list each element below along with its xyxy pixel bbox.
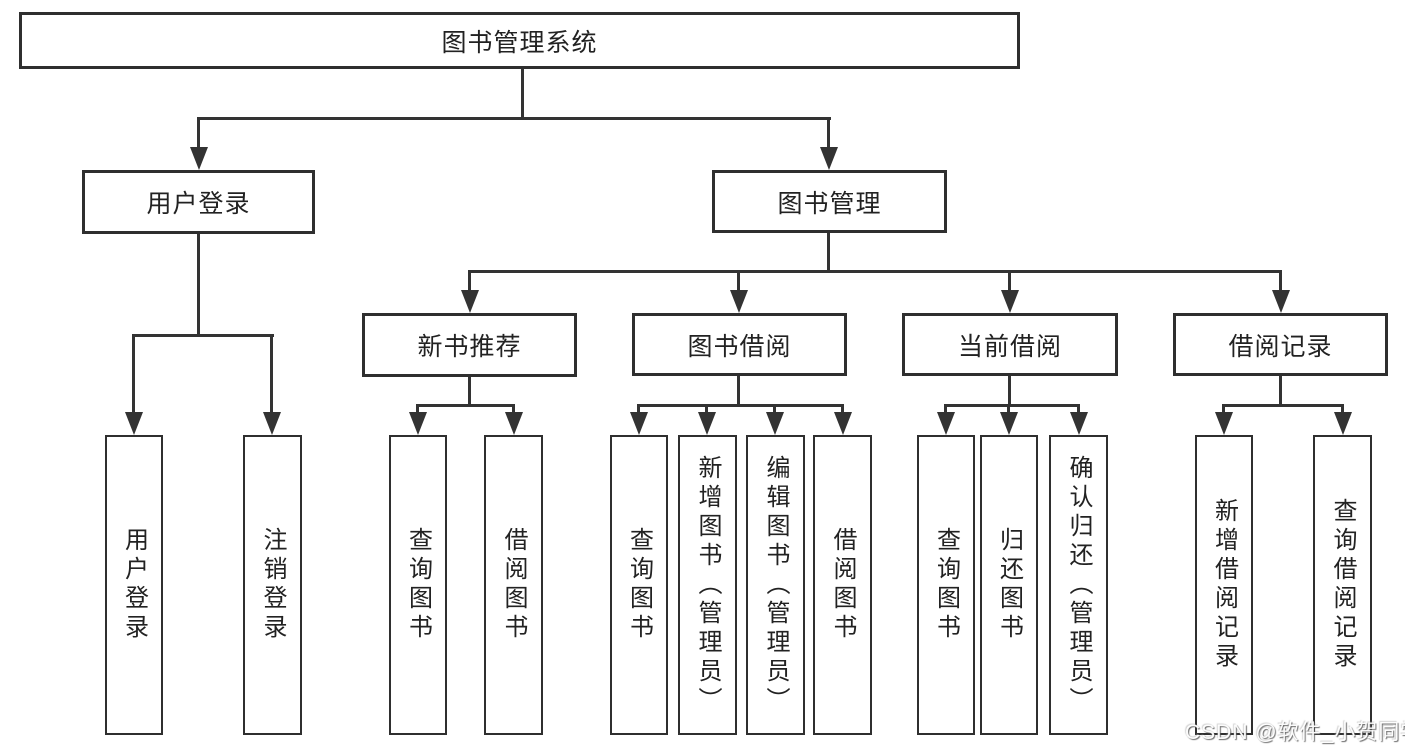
connector-line [1077,404,1080,418]
leaf-edit-books-admin: 编辑图书（管理员） [746,435,805,735]
connector-line [1341,404,1344,418]
node-book-management: 图书管理 [712,170,947,233]
connector-line [841,404,844,418]
connector-line [705,404,708,418]
connector-line [1222,404,1344,407]
connector-line [270,334,273,419]
arrowhead-down-icon [937,412,955,435]
arrowhead-down-icon [1272,290,1290,313]
arrowhead-down-icon [263,412,281,435]
arrowhead-down-icon [505,412,523,435]
node-user-login: 用户登录 [82,170,315,234]
leaf-user-login: 用户登录 [105,435,163,735]
connector-line [468,270,1282,273]
connector-line [737,270,740,293]
arrowhead-down-icon [1334,412,1352,435]
leaf-confirm-return-admin: 确认归还（管理员） [1049,435,1108,735]
node-library-management-system: 图书管理系统 [19,12,1020,69]
leaf-query-borrow-record: 查询借阅记录 [1313,435,1372,735]
node-book-borrowing: 图书借阅 [632,313,847,376]
arrowhead-down-icon [834,412,852,435]
leaf-add-books-admin: 新增图书（管理员） [678,435,737,735]
connector-line [132,334,274,337]
connector-line [1008,270,1011,293]
leaf-logout: 注销登录 [243,435,302,735]
node-new-book-recommend: 新书推荐 [362,313,577,377]
connector-line [416,404,419,418]
arrowhead-down-icon [409,412,427,435]
connector-line [512,404,515,418]
connector-line [1222,404,1225,418]
arrowhead-down-icon [125,412,143,435]
connector-line [944,404,947,418]
leaf-add-borrow-record: 新增借阅记录 [1195,435,1253,735]
arrowhead-down-icon [461,290,479,313]
arrowhead-down-icon [190,147,208,170]
connector-line [521,69,524,120]
arrowhead-down-icon [698,412,716,435]
connector-line [132,334,135,419]
connector-line [197,234,200,337]
leaf-query-books-current: 查询图书 [917,435,975,735]
arrowhead-down-icon [1001,290,1019,313]
connector-line [468,270,471,293]
arrowhead-down-icon [630,412,648,435]
arrowhead-down-icon [766,412,784,435]
leaf-borrow-books-recommend: 借阅图书 [484,435,543,735]
arrowhead-down-icon [730,290,748,313]
node-borrow-records: 借阅记录 [1173,313,1388,376]
connector-line [637,404,640,418]
connector-line [416,404,515,407]
connector-line [827,117,830,150]
leaf-return-books: 归还图书 [980,435,1038,735]
arrowhead-down-icon [1215,412,1233,435]
arrowhead-down-icon [820,147,838,170]
connector-line [1279,376,1282,407]
connector-line [468,377,471,407]
connector-line [827,233,830,273]
leaf-query-books-recommend: 查询图书 [389,435,447,735]
connector-line [773,404,776,418]
leaf-query-books-borrowing: 查询图书 [610,435,668,735]
leaf-borrow-books-borrowing: 借阅图书 [813,435,872,735]
connector-line [737,376,740,407]
arrowhead-down-icon [1000,412,1018,435]
arrowhead-down-icon [1070,412,1088,435]
node-current-borrowing: 当前借阅 [902,313,1118,376]
csdn-watermark: CSDN @软件_小贺同学 [1185,721,1405,744]
connector-line [1279,270,1282,293]
connector-line [944,404,1080,407]
connector-line [1007,404,1010,418]
connector-line [637,404,844,407]
connector-line [197,117,831,120]
connector-line [1008,376,1011,407]
connector-line [197,117,200,150]
